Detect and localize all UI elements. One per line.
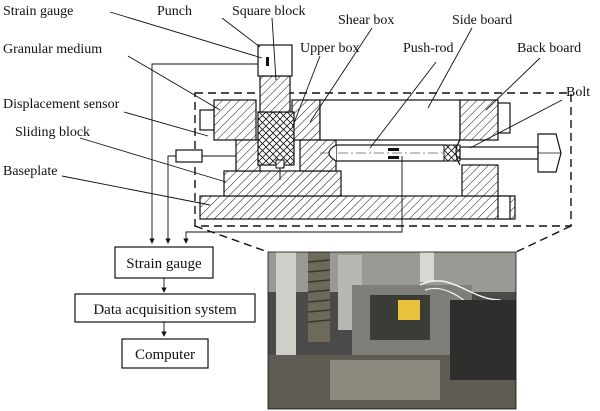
label-side-board: Side board <box>452 13 512 28</box>
leader-shear-box <box>309 27 373 123</box>
back-board-cap-bottom <box>497 195 511 220</box>
rod-gauge-marker <box>388 148 399 151</box>
leader-displacement <box>123 111 209 137</box>
label-granular-medium: Granular medium <box>3 42 102 57</box>
strain-gauge-marker <box>266 57 269 66</box>
leader-granular <box>127 55 221 111</box>
leader-back-board <box>485 57 541 111</box>
label-bolt: Bolt <box>566 85 590 100</box>
side-board-notch <box>455 139 461 166</box>
push-rod-tip <box>328 144 337 162</box>
left-cap <box>199 109 215 131</box>
granular-medium <box>257 111 295 166</box>
daq-box <box>74 293 256 323</box>
leader-sliding-block <box>79 137 227 183</box>
displacement-sensor <box>175 149 203 163</box>
leader-upper-box <box>291 55 321 129</box>
label-sliding-block: Sliding block <box>15 125 90 140</box>
computer-box <box>121 338 209 369</box>
bolt-shaft <box>459 146 539 160</box>
shear-box-left <box>235 139 261 172</box>
back-board-cap <box>497 102 511 134</box>
square-block <box>259 75 291 113</box>
side-board-bottom <box>461 164 499 197</box>
wire-rod <box>183 156 403 244</box>
wire-sensor <box>165 155 176 244</box>
leader-punch <box>221 17 261 48</box>
label-displacement-sensor: Displacement sensor <box>3 97 120 112</box>
back-board <box>459 99 499 141</box>
zoom-line-right <box>515 225 572 253</box>
upper-box-left <box>213 99 257 141</box>
strain-gauge-box-label: Strain gauge <box>126 256 202 272</box>
leader-side-board <box>427 27 473 109</box>
apparatus-photo <box>267 251 517 410</box>
rod-gauge-marker-2 <box>388 156 399 159</box>
label-square-block: Square block <box>232 4 305 19</box>
baseplate <box>199 195 516 220</box>
sliding-block <box>223 170 342 197</box>
strain-gauge-box <box>114 246 214 279</box>
leader-strain-gauge <box>109 11 263 59</box>
label-push-rod: Push-rod <box>403 41 454 56</box>
label-shear-box: Shear box <box>338 13 394 28</box>
label-upper-box: Upper box <box>300 41 360 56</box>
leader-push-rod <box>369 61 437 149</box>
pin <box>275 159 285 169</box>
daq-box-label: Data acquisition system <box>93 302 237 318</box>
upper-box-right <box>291 99 321 141</box>
side-board-top <box>319 99 461 141</box>
leader-baseplate <box>61 175 211 206</box>
label-baseplate: Baseplate <box>3 164 57 179</box>
leader-bolt <box>469 99 563 149</box>
label-back-board: Back board <box>517 41 581 56</box>
label-strain-gauge: Strain gauge <box>3 4 73 19</box>
computer-box-label: Computer <box>135 347 195 363</box>
label-punch: Punch <box>157 4 192 19</box>
wire-punch <box>149 63 258 244</box>
leader-square-block <box>271 17 277 81</box>
